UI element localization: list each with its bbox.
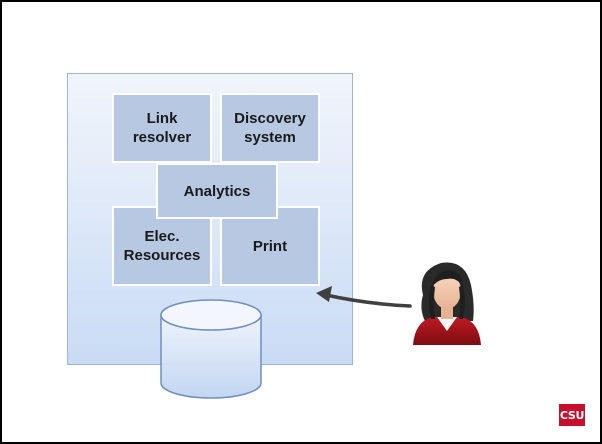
database-cylinder-icon	[160, 299, 262, 399]
discovery-system-module: Discovery system	[220, 93, 320, 163]
print-label: Print	[252, 237, 288, 255]
elec-resources-label: Elec. Resources	[123, 228, 201, 264]
csu-logo: CSU	[559, 404, 585, 426]
elec-resources-module: Elec. Resources	[112, 206, 212, 286]
csu-logo-text: CSU	[559, 408, 585, 422]
link-resolver-module: Link resolver	[112, 93, 212, 163]
analytics-label: Analytics	[183, 182, 251, 200]
discovery-system-label: Discovery system	[234, 110, 306, 146]
link-resolver-label: Link resolver	[132, 110, 192, 146]
analytics-module: Analytics	[156, 163, 278, 219]
print-module: Print	[220, 206, 320, 286]
female-user-icon	[413, 262, 481, 345]
arrow-icon	[316, 286, 412, 308]
